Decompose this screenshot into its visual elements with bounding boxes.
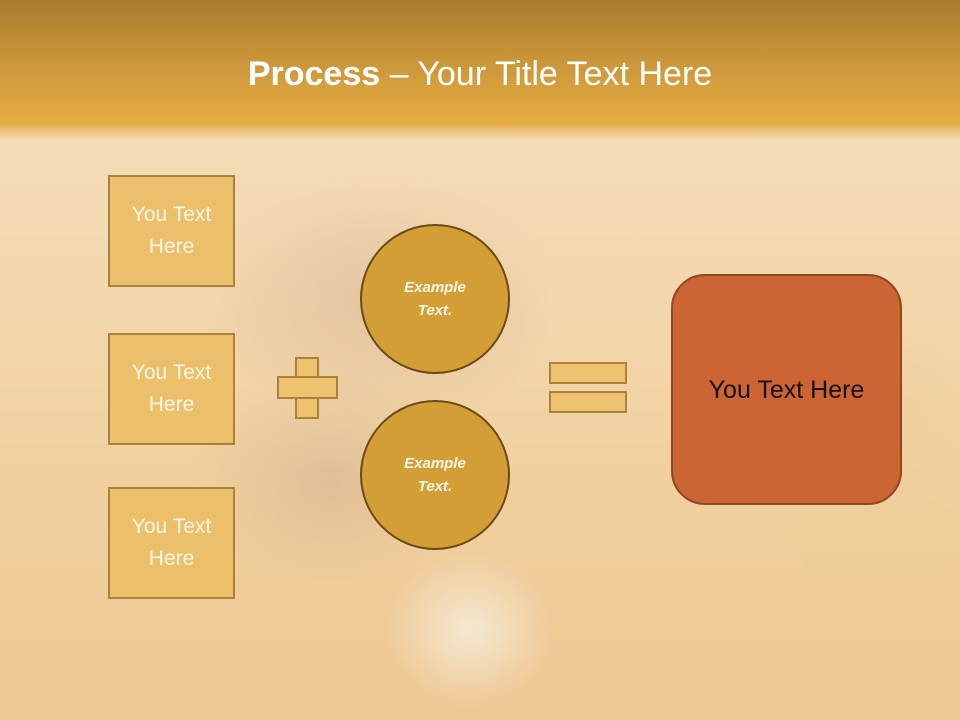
left-box-2-line2: Here (148, 393, 195, 416)
title-band (0, 0, 960, 140)
example-circle-2: Example Text. (360, 400, 510, 550)
left-box-3-line2: Here (148, 547, 195, 570)
left-text-box-2: You Text Here (108, 333, 235, 445)
left-box-2-line1: You Text (131, 361, 212, 384)
example-circle-1: Example Text. (360, 224, 510, 374)
circle-2-line1: Example (404, 455, 466, 472)
circle-1-line1: Example (404, 279, 466, 296)
title-bold: Process (247, 55, 381, 93)
circle-2-line2: Text. (417, 478, 453, 495)
left-text-box-3: You Text Here (108, 487, 235, 599)
equals-bottom-bar (549, 391, 627, 413)
left-box-1-line1: You Text (131, 203, 212, 226)
equals-top-bar (549, 362, 627, 384)
left-text-box-1: You Text Here (108, 175, 235, 287)
left-box-3-line1: You Text (131, 515, 212, 538)
circle-1-line2: Text. (417, 302, 453, 319)
plus-center (297, 378, 317, 397)
result-label: You Text Here (708, 375, 865, 404)
left-box-1-line2: Here (148, 235, 195, 258)
result-text-box: You Text Here (671, 274, 902, 505)
title-rest: – Your Title Text Here (380, 55, 713, 93)
slide-title: Process – Your Title Text Here (0, 50, 960, 98)
